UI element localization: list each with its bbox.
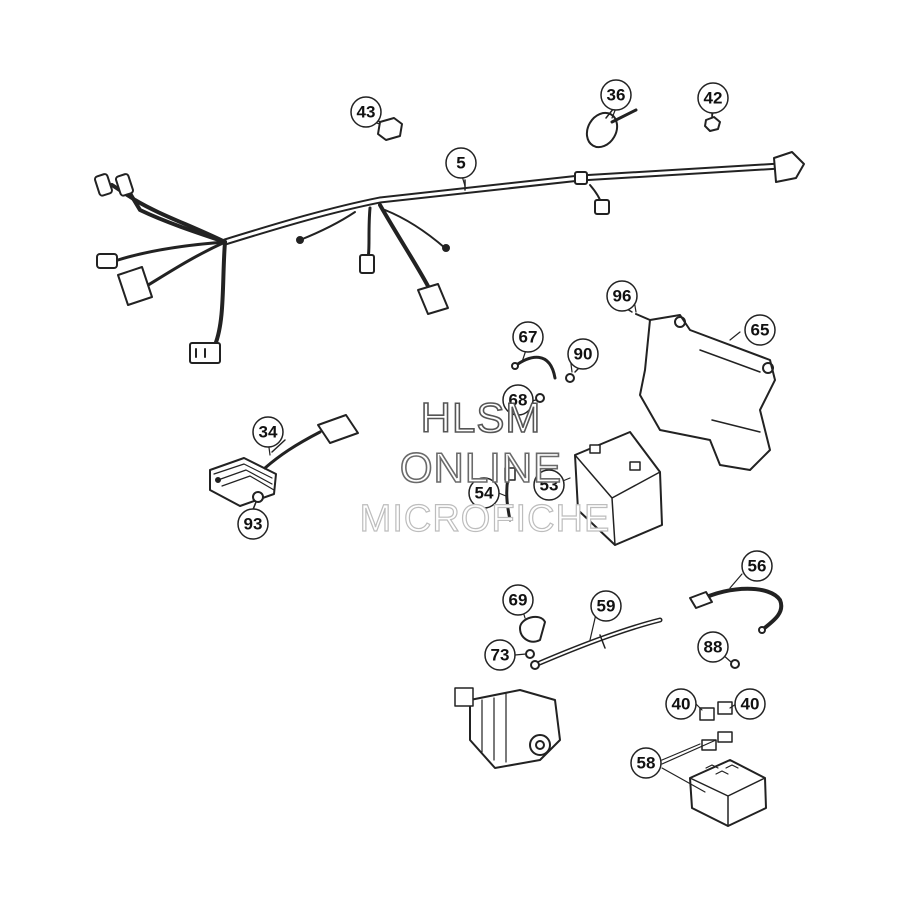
- svg-text:65: 65: [751, 321, 770, 340]
- svg-text:58: 58: [637, 754, 656, 773]
- svg-text:42: 42: [704, 89, 723, 108]
- svg-text:40: 40: [741, 695, 760, 714]
- watermark-line-1: HLSM: [420, 394, 542, 441]
- callout-56: 56: [741, 550, 773, 582]
- battery-cable-56: [689, 586, 784, 634]
- starter-relay-58: [689, 731, 767, 827]
- callout-65: 65: [744, 314, 776, 346]
- callout-36: 36: [600, 79, 632, 111]
- svg-text:69: 69: [509, 591, 528, 610]
- callout-93: 93: [237, 508, 269, 540]
- svg-text:93: 93: [244, 515, 263, 534]
- callout-40-left: 40: [665, 688, 697, 720]
- main-wiring-harness: [93, 151, 805, 364]
- screw-88: [730, 659, 740, 669]
- cap-69: [519, 615, 546, 643]
- callout-53: 53: [533, 469, 565, 501]
- callout-42: 42: [697, 82, 729, 114]
- svg-text:40: 40: [672, 695, 691, 714]
- svg-text:54: 54: [475, 484, 494, 503]
- callout-96: 96: [606, 280, 638, 312]
- fuse-40-right: [717, 701, 733, 715]
- cable-tie-36: [585, 107, 638, 149]
- starter-cable-59: [530, 617, 663, 670]
- callout-90: 90: [567, 338, 599, 370]
- callout-59: 59: [590, 590, 622, 622]
- callout-40-right: 40: [734, 688, 766, 720]
- svg-text:34: 34: [259, 423, 278, 442]
- svg-text:36: 36: [607, 86, 626, 105]
- callout-88: 88: [697, 631, 729, 663]
- callouts: 43 36 42 5 96 65: [237, 79, 776, 779]
- callout-54: 54: [468, 477, 500, 509]
- callout-73: 73: [484, 639, 516, 671]
- callout-68: 68: [502, 384, 534, 416]
- svg-text:96: 96: [613, 287, 632, 306]
- callout-34: 34: [252, 416, 284, 448]
- svg-text:90: 90: [574, 345, 593, 364]
- svg-text:59: 59: [597, 597, 616, 616]
- callout-43: 43: [350, 96, 382, 128]
- svg-text:67: 67: [519, 328, 538, 347]
- svg-text:73: 73: [491, 646, 510, 665]
- starter-motor: [454, 687, 561, 769]
- grommet-43: [373, 117, 403, 141]
- svg-text:88: 88: [704, 638, 723, 657]
- nut-73: [525, 649, 535, 659]
- svg-text:53: 53: [540, 476, 559, 495]
- callout-5: 5: [445, 147, 477, 179]
- fuse-40-left: [699, 707, 715, 721]
- callout-67: 67: [512, 321, 544, 353]
- watermark-line-3: MICROFICHE: [359, 498, 611, 540]
- nut-68: [535, 393, 545, 403]
- fuse-54: [504, 467, 516, 522]
- callout-69: 69: [502, 584, 534, 616]
- battery-cable-67: [511, 355, 557, 380]
- svg-text:5: 5: [456, 154, 465, 173]
- svg-text:56: 56: [748, 557, 767, 576]
- battery-53: [574, 431, 663, 546]
- svg-text:68: 68: [509, 391, 528, 410]
- watermark-line-2: ONLINE: [399, 444, 563, 491]
- callout-58: 58: [630, 747, 662, 779]
- svg-text:43: 43: [357, 103, 376, 122]
- battery-box-55: [639, 314, 776, 471]
